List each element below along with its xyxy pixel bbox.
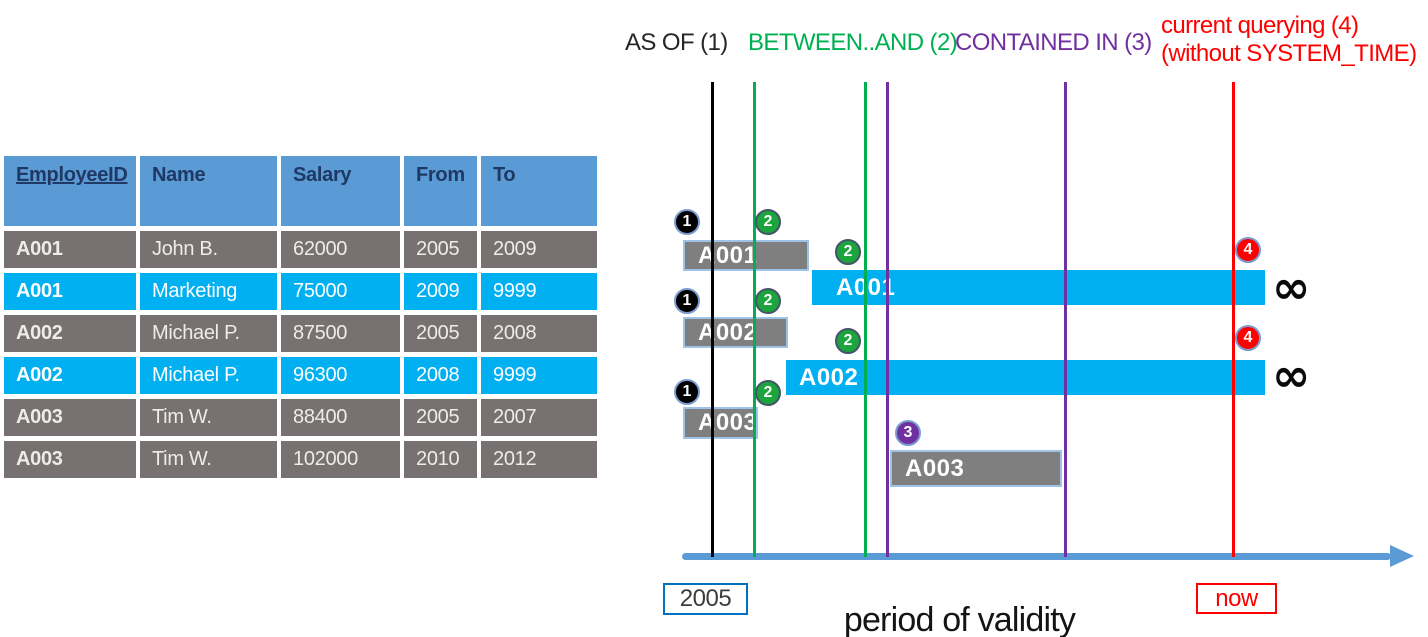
table-row-a001-v1: A001 John B. 62000 2005 2009 [4,231,597,268]
bar-label: A002 [799,363,859,391]
now-line [1232,82,1235,557]
cell-employeeid: A001 [4,273,136,310]
cell-to: 9999 [481,273,597,310]
marker-1-badge: 1 [674,379,700,405]
table-row-a003-v1: A003 Tim W. 88400 2005 2007 [4,399,597,436]
cell-employeeid: A003 [4,441,136,478]
contained-in-start-line [886,82,889,557]
validity-bar-a001-current: A001 [812,270,1265,305]
legend-current-querying: current querying (4) (without SYSTEM_TIM… [1161,12,1417,68]
cell-name: Tim W. [140,441,277,478]
timeline-axis [682,553,1391,560]
axis-arrowhead-icon [1390,545,1414,567]
start-year-box: 2005 [663,583,748,615]
cell-name: John B. [140,231,277,268]
cell-salary: 75000 [281,273,400,310]
between-end-line [864,82,867,557]
cell-name: Michael P. [140,315,277,352]
validity-bar-a001-v1: A001 [683,240,809,271]
cell-from: 2005 [404,399,477,436]
cell-employeeid: A002 [4,357,136,394]
start-year-label: 2005 [679,585,732,612]
table-row-a003-v2: A003 Tim W. 102000 2010 2012 [4,441,597,478]
table-row-a002-current: A002 Michael P. 96300 2008 9999 [4,357,597,394]
marker-1-badge: 1 [674,288,700,314]
bar-label: A003 [905,454,965,482]
marker-2-badge: 2 [755,288,781,314]
bar-label: A002 [698,318,758,346]
cell-salary: 87500 [281,315,400,352]
marker-2-badge: 2 [755,380,781,406]
cell-employeeid: A003 [4,399,136,436]
col-header-name: Name [140,156,277,226]
cell-to: 2007 [481,399,597,436]
col-header-employeeid: EmployeeID [4,156,136,226]
marker-1-badge: 1 [674,209,700,235]
marker-4-badge: 4 [1235,237,1261,263]
marker-2-badge: 2 [835,239,861,265]
table-header-row: EmployeeID Name Salary From To [4,156,597,226]
cell-employeeid: A001 [4,231,136,268]
col-header-to: To [481,156,597,226]
legend-between-and: BETWEEN..AND (2) [748,29,958,56]
col-header-from: From [404,156,477,226]
legend-current-querying-line2: (without SYSTEM_TIME) [1161,40,1417,67]
cell-name: Marketing [140,273,277,310]
legend-current-querying-line1: current querying (4) [1161,12,1359,39]
validity-bar-a002-current: A002 [786,360,1265,395]
marker-4-badge: 4 [1235,325,1261,351]
employee-history-table: EmployeeID Name Salary From To A001 John… [0,151,601,483]
cell-from: 2008 [404,357,477,394]
axis-title: period of validity [843,601,1076,637]
validity-bar-a002-v1: A002 [683,317,788,348]
marker-2-badge: 2 [755,209,781,235]
cell-from: 2010 [404,441,477,478]
marker-2-badge: 2 [835,328,861,354]
as-of-line [711,82,714,557]
between-start-line [753,82,756,557]
cell-from: 2009 [404,273,477,310]
cell-name: Michael P. [140,357,277,394]
bar-label: A003 [698,409,758,436]
legend-contained-in: CONTAINED IN (3) [955,29,1152,56]
cell-name: Tim W. [140,399,277,436]
cell-employeeid: A002 [4,315,136,352]
cell-to: 2009 [481,231,597,268]
bar-label: A001 [698,241,758,269]
table-row-a002-v1: A002 Michael P. 87500 2005 2008 [4,315,597,352]
legend-as-of: AS OF (1) [625,29,728,56]
infinity-icon: ∞ [1272,348,1311,402]
cell-salary: 62000 [281,231,400,268]
marker-3-badge: 3 [895,420,921,446]
cell-from: 2005 [404,231,477,268]
validity-bar-a003-v1: A003 [683,407,758,439]
cell-salary: 102000 [281,441,400,478]
cell-to: 9999 [481,357,597,394]
validity-bar-a003-v2: A003 [890,450,1062,487]
now-box: now [1196,583,1277,614]
cell-salary: 88400 [281,399,400,436]
cell-from: 2005 [404,315,477,352]
col-header-salary: Salary [281,156,400,226]
infinity-icon: ∞ [1272,260,1311,314]
contained-in-end-line [1064,82,1067,557]
table-row-a001-current: A001 Marketing 75000 2009 9999 [4,273,597,310]
cell-to: 2012 [481,441,597,478]
cell-to: 2008 [481,315,597,352]
now-label: now [1215,584,1258,612]
cell-salary: 96300 [281,357,400,394]
